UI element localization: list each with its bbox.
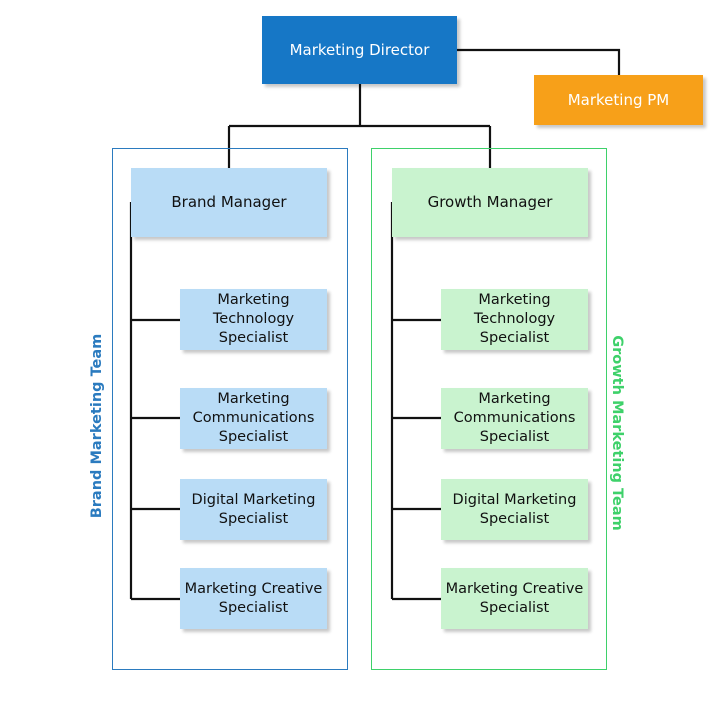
brand-team-frame (112, 148, 348, 670)
growth-manager-label: Growth Manager (427, 193, 553, 211)
marketing-director-label: Marketing Director (289, 40, 430, 59)
growth-specialist-2-line-1: Marketing (478, 391, 551, 407)
brand-manager-label: Brand Manager (171, 193, 287, 211)
growth-manager-node: Growth Manager (392, 168, 588, 237)
growth-specialist-1-line-2: Technology (473, 311, 556, 327)
growth-specialist-2-node: Marketing Communications Specialist (441, 388, 588, 449)
growth-specialist-3-node: Digital Marketing Specialist (441, 479, 588, 540)
marketing-director-node: Marketing Director (262, 16, 457, 84)
brand-specialist-3-line-2: Specialist (218, 510, 289, 527)
growth-team-label-text: Growth Marketing Team (609, 335, 625, 531)
marketing-pm-node: Marketing PM (534, 75, 703, 125)
brand-specialist-1-line-1: Marketing (217, 292, 290, 308)
growth-specialist-4-line-2: Specialist (479, 599, 550, 616)
brand-specialist-1-node: Marketing Technology Specialist (180, 289, 327, 350)
brand-specialist-2-node: Marketing Communications Specialist (180, 388, 327, 449)
growth-specialist-1-line-3: Specialist (479, 330, 550, 346)
brand-specialist-4-line-2: Specialist (218, 599, 289, 616)
growth-specialist-2-line-3: Specialist (479, 429, 550, 445)
growth-specialist-1-line-1: Marketing (478, 292, 551, 308)
growth-specialist-3-line-1: Digital Marketing (452, 491, 577, 508)
brand-specialist-1-line-3: Specialist (218, 330, 289, 346)
marketing-pm-label: Marketing PM (567, 90, 670, 109)
brand-specialist-2-line-2: Communications (192, 410, 315, 426)
brand-team-label-text: Brand Marketing Team (89, 333, 105, 519)
brand-specialist-2-line-1: Marketing (217, 391, 290, 407)
growth-specialist-2-line-2: Communications (453, 410, 576, 426)
brand-specialist-2-line-3: Specialist (218, 429, 289, 445)
growth-team-frame (371, 148, 607, 670)
growth-specialist-4-line-1: Marketing Creative (445, 580, 584, 597)
growth-specialist-3-line-2: Specialist (479, 510, 550, 527)
brand-specialist-4-line-1: Marketing Creative (184, 580, 323, 597)
growth-specialist-4-node: Marketing Creative Specialist (441, 568, 588, 629)
brand-specialist-3-node: Digital Marketing Specialist (180, 479, 327, 540)
brand-specialist-4-node: Marketing Creative Specialist (180, 568, 327, 629)
growth-specialist-1-node: Marketing Technology Specialist (441, 289, 588, 350)
brand-specialist-3-line-1: Digital Marketing (191, 491, 316, 508)
brand-manager-node: Brand Manager (131, 168, 327, 237)
brand-specialist-1-line-2: Technology (212, 311, 295, 327)
connector-director-pm (457, 48, 621, 75)
